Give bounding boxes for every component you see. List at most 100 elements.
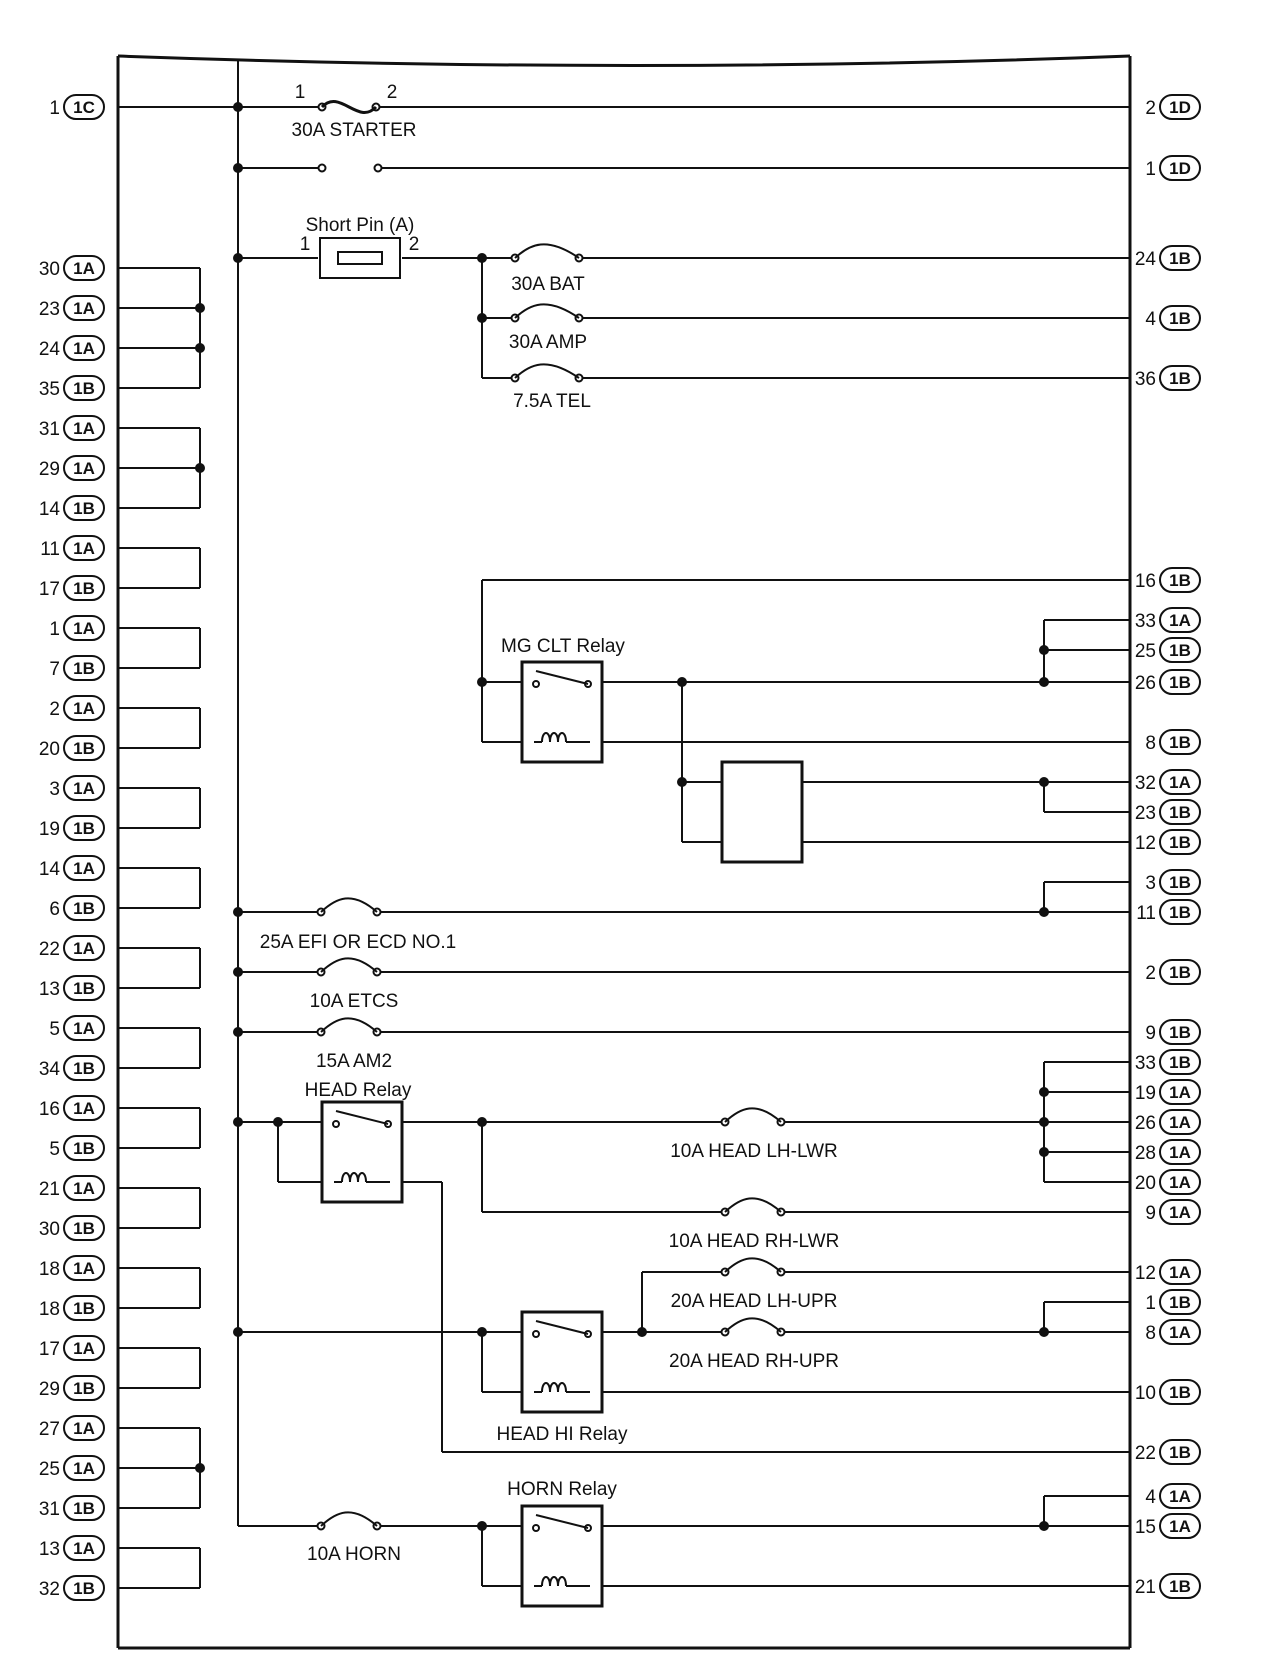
connector-code: 1B xyxy=(73,579,95,598)
connector-oval xyxy=(63,335,105,361)
pin-number: 22 xyxy=(39,939,60,960)
connector-code: 1A xyxy=(73,1179,95,1198)
connector-code: 1A xyxy=(1169,611,1191,630)
connector-oval xyxy=(63,1375,105,1401)
connector-code: 1B xyxy=(1169,571,1191,590)
pin-number: 8 xyxy=(1145,1323,1156,1344)
pin-number: 25 xyxy=(39,1459,60,1480)
connector-code: 1B xyxy=(1169,673,1191,692)
connector-oval xyxy=(63,975,105,1001)
junction-dot xyxy=(195,303,205,313)
pin-number: 9 xyxy=(1145,1023,1156,1044)
connector-code: 1A xyxy=(73,339,95,358)
connector-code: 1A xyxy=(73,779,95,798)
connector-code: 1A xyxy=(1169,1517,1191,1536)
connector-oval xyxy=(1159,637,1201,663)
connector-oval xyxy=(1159,1319,1201,1345)
connector-oval xyxy=(1159,1109,1201,1135)
open-contact-symbol xyxy=(317,163,383,173)
pin-number: 27 xyxy=(39,1419,60,1440)
connector-code: 1B xyxy=(73,1579,95,1598)
connector-oval xyxy=(63,1415,105,1441)
connector-oval xyxy=(63,495,105,521)
connector-oval xyxy=(1159,1379,1201,1405)
pin-number: 4 xyxy=(1145,309,1156,330)
pin-number: 20 xyxy=(39,739,60,760)
connector-oval xyxy=(1159,1019,1201,1045)
connector-code: 1C xyxy=(73,98,95,117)
connector-oval xyxy=(63,1495,105,1521)
pin-number: 12 xyxy=(1135,1263,1156,1284)
connector-oval xyxy=(1159,769,1201,795)
connector-oval xyxy=(1159,1573,1201,1599)
pin-number: 28 xyxy=(1135,1143,1156,1164)
fuse-symbol xyxy=(720,1197,786,1217)
right-pin: 4 1B xyxy=(1145,305,1201,331)
pin-number: 30 xyxy=(39,259,60,280)
pin-number: 14 xyxy=(39,859,61,880)
fuse-label-amp: 30A AMP xyxy=(509,332,587,353)
pin-number: 24 xyxy=(1135,249,1157,270)
right-pin: 15 1A xyxy=(1135,1513,1201,1539)
head-relay-label: HEAD Relay xyxy=(305,1080,412,1101)
connector-code: 1A xyxy=(1169,773,1191,792)
connector-code: 1A xyxy=(1169,1083,1191,1102)
fuse-symbol xyxy=(316,957,382,977)
pin-number: 1 xyxy=(1145,159,1156,180)
pin-number: 8 xyxy=(1145,733,1156,754)
pin-number: 29 xyxy=(39,459,60,480)
connector-code: 1A xyxy=(73,1019,95,1038)
connector-oval xyxy=(1159,1079,1201,1105)
connector-oval xyxy=(1159,1513,1201,1539)
pin-number: 33 xyxy=(1135,1053,1156,1074)
fuse-label-am2: 15A AM2 xyxy=(316,1051,392,1072)
junction-dot xyxy=(195,343,205,353)
fuse-symbol xyxy=(720,1257,786,1277)
connector-code: 1B xyxy=(1169,963,1191,982)
pin-number: 16 xyxy=(1135,571,1156,592)
pin-number: 11 xyxy=(1136,903,1156,924)
junction-dot xyxy=(195,1463,205,1473)
fuse-label-efi: 25A EFI OR ECD NO.1 xyxy=(260,932,456,953)
connector-oval xyxy=(63,1295,105,1321)
connector-code: 1B xyxy=(73,899,95,918)
connector-code: 1B xyxy=(73,1499,95,1518)
connector-code: 1B xyxy=(1169,733,1191,752)
pin-number: 15 xyxy=(1135,1517,1156,1538)
connector-oval xyxy=(63,1335,105,1361)
pin-number: 35 xyxy=(39,379,60,400)
pin-number: 22 xyxy=(1135,1443,1156,1464)
pin-number: 13 xyxy=(39,979,60,1000)
connector-code: 1B xyxy=(1169,309,1191,328)
connector-code: 1B xyxy=(1169,903,1191,922)
connector-code: 1B xyxy=(73,979,95,998)
pin-number: 16 xyxy=(39,1099,60,1120)
connector-oval xyxy=(63,695,105,721)
mg-clt-relay xyxy=(520,660,604,764)
fuse-label-etcs: 10A ETCS xyxy=(310,991,399,1012)
connector-oval xyxy=(1159,1439,1201,1465)
connector-oval xyxy=(63,575,105,601)
connector-oval xyxy=(63,655,105,681)
connector-code: 1B xyxy=(73,1299,95,1318)
pin-number: 7 xyxy=(49,659,60,680)
connector-code: 1B xyxy=(1169,1577,1191,1596)
